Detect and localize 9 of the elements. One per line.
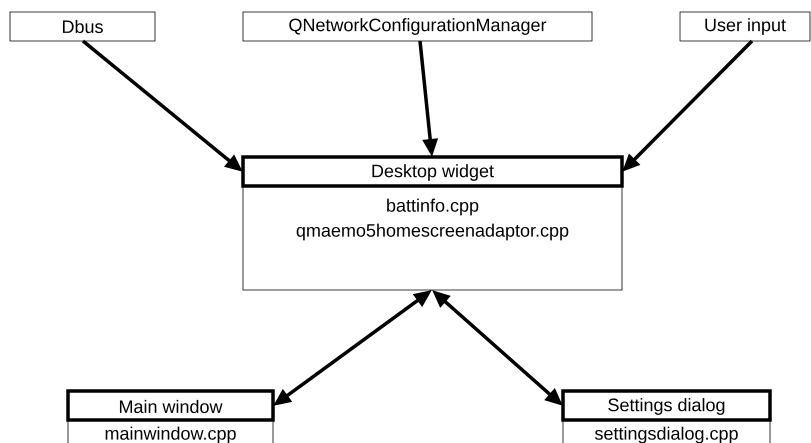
node-label: mainwindow.cpp [106,426,236,443]
source-box: Dbus [10,12,156,42]
source-box: QNetworkConfigurationManager [242,12,592,42]
component-box: Main window mainwindow.cpp [66,389,275,443]
component-box: Settings dialog settingsdialog.cpp [561,389,772,443]
component-box: Desktop widget battinfo.cpp qmaemo5homescreenadaptor.cpp [241,155,624,290]
node-label: settingsdialog.cpp [594,426,738,443]
source-box: User input [680,12,810,42]
node-label: Desktop widget [372,164,494,181]
